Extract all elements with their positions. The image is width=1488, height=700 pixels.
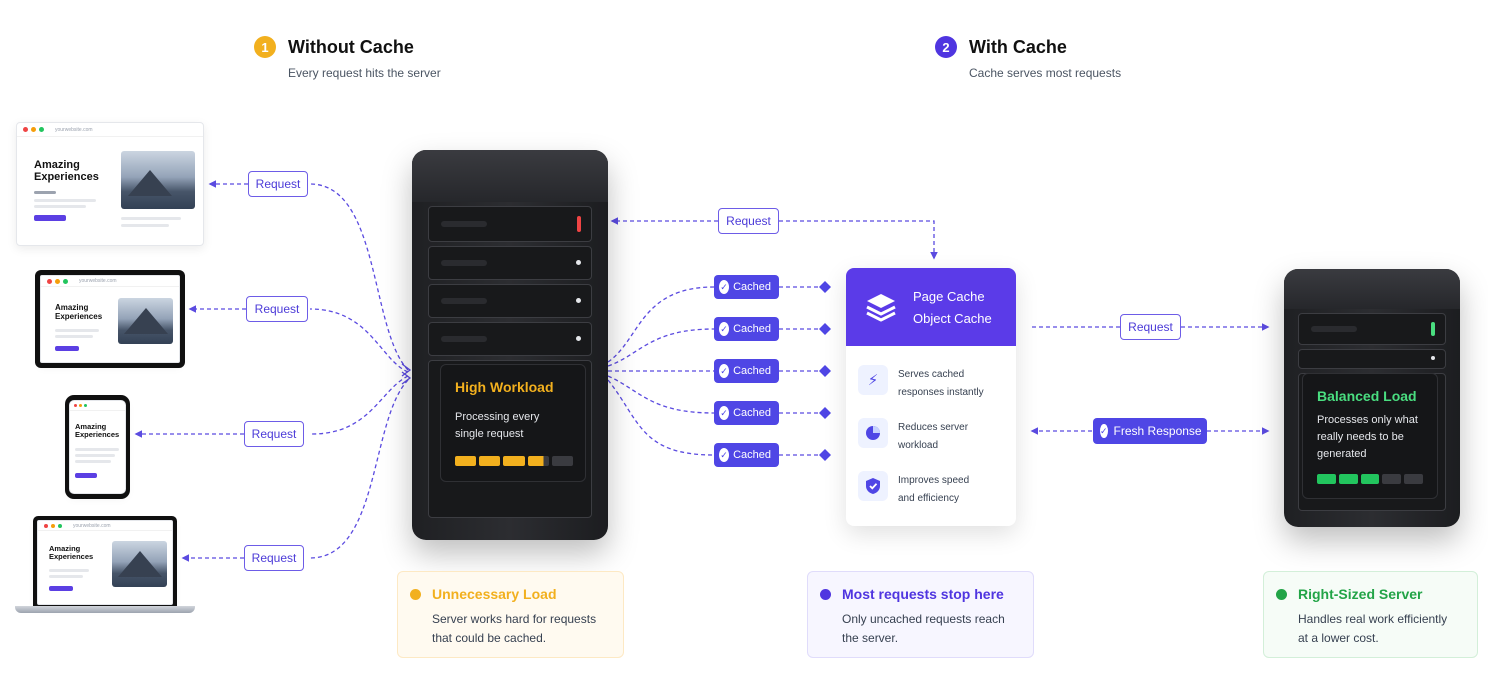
wire-server-request-b <box>779 220 938 260</box>
callout-title: Unnecessary Load <box>432 586 557 602</box>
load-segment <box>1317 474 1336 484</box>
section-without-cache: 1 Without Cache Every request hits the s… <box>254 36 554 86</box>
load-segment <box>1382 474 1402 484</box>
request-label-tablet: Request <box>246 296 308 322</box>
load-segment <box>479 456 501 466</box>
cta-button <box>34 215 66 221</box>
load-segment <box>551 456 573 466</box>
check-icon: ✓ <box>719 406 730 420</box>
wire-laptop <box>309 379 409 559</box>
callout-right-sized: Right-Sized Server Handles real work eff… <box>1263 571 1478 658</box>
request-label-laptop: Request <box>244 545 304 571</box>
shield-check-icon <box>858 471 888 501</box>
wire-cached-4 <box>607 375 715 414</box>
section-title: With Cache <box>969 37 1067 57</box>
request-label-desktop: Request <box>248 171 308 197</box>
check-icon: ✓ <box>719 364 730 378</box>
section-subtitle: Every request hits the server <box>288 66 441 80</box>
wire-cached-2 <box>607 328 715 367</box>
load-segment <box>503 456 525 466</box>
section-subtitle: Cache serves most requests <box>969 66 1122 80</box>
lightning-icon: ⚡ <box>858 365 888 395</box>
callout-title: Right-Sized Server <box>1298 586 1423 602</box>
server-alert-led <box>577 216 581 232</box>
callout-requests-stop: Most requests stop here Only uncached re… <box>807 571 1034 658</box>
step-number-badge: 1 <box>254 36 276 58</box>
cache-header: Page Cache Object Cache <box>846 268 1016 346</box>
check-icon: ✓ <box>719 448 730 462</box>
load-segment <box>455 456 477 466</box>
callout-unnecessary-load: Unnecessary Load Server works hard for r… <box>397 571 624 658</box>
wire-cached-5 <box>607 379 715 456</box>
step-number-badge: 2 <box>935 36 957 58</box>
load-segment <box>1404 474 1423 484</box>
cached-label: ✓Cached <box>714 443 779 467</box>
load-bar <box>1317 474 1423 484</box>
cached-label: ✓Cached <box>714 275 779 299</box>
load-segment <box>527 456 549 466</box>
cache-title-1: Page Cache <box>913 289 985 304</box>
cached-label: ✓Cached <box>714 401 779 425</box>
cache-title-2: Object Cache <box>913 311 992 326</box>
cached-label: ✓Cached <box>714 359 779 383</box>
server-status-led <box>1431 322 1435 336</box>
cached-label: ✓Cached <box>714 317 779 341</box>
panel-title: Balanced Load <box>1317 388 1417 404</box>
layers-icon <box>866 294 896 322</box>
wire-tablet <box>309 308 409 373</box>
panel-title: High Workload <box>455 379 554 395</box>
load-segment <box>1360 474 1380 484</box>
callout-title: Most requests stop here <box>842 586 1004 602</box>
mountain-image <box>121 151 195 209</box>
load-segment <box>1338 474 1358 484</box>
request-label-phone: Request <box>244 421 304 447</box>
fresh-response-label: ✓Fresh Response <box>1093 418 1207 444</box>
load-bar <box>455 456 573 466</box>
wire-cached-1 <box>607 286 715 363</box>
section-title: Without Cache <box>288 37 414 57</box>
check-icon: ✓ <box>719 280 730 294</box>
url-text: yourwebsite.com <box>55 126 93 133</box>
browser-bar: yourwebsite.com <box>17 123 203 137</box>
laptop-base <box>15 606 195 613</box>
pie-chart-icon <box>858 418 888 448</box>
wire-phone <box>311 375 409 435</box>
request-label-origin: Request <box>1120 314 1181 340</box>
section-with-cache: 2 With Cache Cache serves most requests <box>935 36 1235 86</box>
check-icon: ✓ <box>719 322 730 336</box>
check-icon: ✓ <box>1100 424 1108 438</box>
wire-desktop <box>309 183 409 371</box>
request-label-server-cache: Request <box>718 208 779 234</box>
